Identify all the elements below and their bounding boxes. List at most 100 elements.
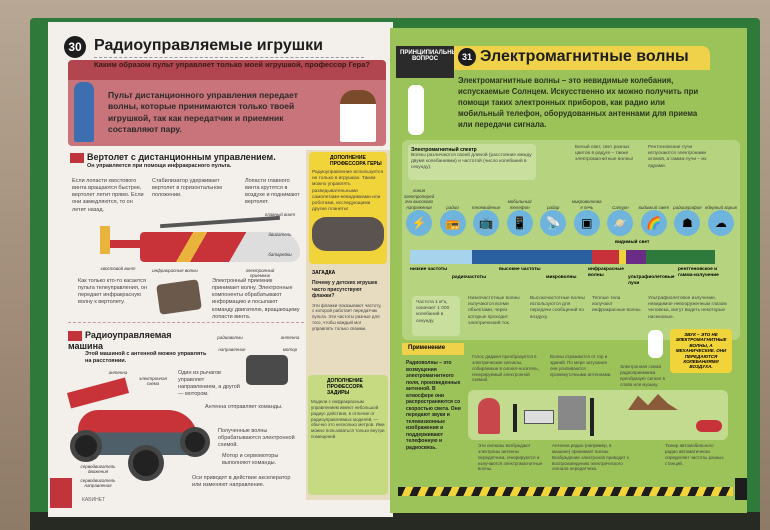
note: Тюнер автомобильного радио автоматически… (665, 443, 724, 466)
spectrum-bar (410, 250, 716, 264)
xray-note: Рентгеновские лучи испускаются электрона… (648, 145, 707, 169)
label: двигатель (268, 232, 292, 237)
band-label: микроволны (546, 275, 577, 280)
robots-illustration (312, 216, 384, 251)
spectrum-item-icon: ☗ (674, 210, 701, 236)
note: Волны отражаются от гор и зданий. По мер… (550, 354, 612, 377)
note: Частота 1 кГц означает 1 000 колебаний в… (416, 300, 450, 324)
helicopter-subtitle: Он управляется при помощи инфракрасного … (87, 162, 232, 169)
professor-zadira-box: ДОПОЛНЕНИЕ ПРОФЕССОРА ЗАДИРЫ Модели с ин… (308, 375, 388, 495)
white-light-note: Белый свет, свет разных цветов в радуге … (575, 145, 634, 163)
spectrum-item-label: микроволновая печь (571, 199, 602, 210)
note: Электронная схема радиоприемника преобра… (620, 364, 666, 387)
label: антенна (280, 335, 300, 340)
radio-remote-illustration (246, 355, 288, 385)
spectrum-item: микроволновая печь▣ (571, 182, 603, 238)
broadcast-illustration (468, 390, 728, 440)
footer-label: КАБИНЕТ (82, 497, 106, 503)
spectrum-item: мобильный телефон📱 (504, 182, 536, 238)
helicopter-title: Вертолет с дистанционным управлением. (87, 152, 276, 162)
spectrum-item-label: радио (446, 204, 459, 210)
label: электронная схема (139, 376, 167, 387)
note: Стабилизатор удерживает вертолет в гориз… (152, 178, 222, 199)
label: главный винт (264, 212, 296, 217)
professor-character (648, 330, 663, 358)
spectrum-item-icon: 📻 (439, 210, 466, 236)
note: Один из рычагов управляет направлением, … (178, 370, 240, 398)
home-tab (50, 478, 72, 508)
visible-light-label: видимый свет (615, 240, 650, 245)
label: антенна (108, 370, 128, 375)
spectrum-item-icon: ⚡ (406, 210, 432, 236)
frequency-note-box: Частота 1 кГц означает 1 000 колебаний в… (412, 296, 460, 336)
note: Мотор и сервомоторы выполняют команды. (222, 453, 279, 467)
spectrum-item: ядерный взрыв☁ (705, 182, 737, 238)
corner-logo (735, 478, 747, 500)
note: Антенна отправляет команды. (205, 404, 283, 410)
title-strip (454, 46, 710, 70)
banner-answer: Пульт дистанционного управления передает… (108, 90, 298, 135)
page-number: 30 (64, 36, 86, 58)
spectrum-item-label: Сатурн (611, 204, 629, 210)
spectrum-item-icon: ▣ (573, 210, 600, 236)
boy-character (74, 82, 94, 142)
label: батарейки (268, 252, 292, 257)
spectrum-item-label: телевидение (471, 204, 501, 210)
label: инфракрасные волны (152, 268, 198, 273)
band-label: высокие частоты (499, 267, 541, 272)
band-label: инфракрасные волны (588, 267, 624, 278)
band-label: рентгеновское и гамма-излучение (678, 267, 719, 278)
car-title: Радиоуправляемая машина (68, 330, 172, 351)
label: электронный приемник (245, 268, 275, 279)
box-text: Модели с инфракрасным управлением имеют … (311, 399, 385, 440)
note: Лопасти главного винта крутятся в воздух… (245, 178, 300, 206)
label: хвостовой винт (100, 266, 136, 271)
spectrum-item-label: мобильный телефон (507, 199, 532, 210)
application-side-text: Радиоволны – это возмущения электромагни… (406, 360, 461, 451)
note: Низкочастотные волны излучаются всеми об… (468, 296, 520, 326)
professor-character (340, 90, 376, 142)
principal-question-tag: ПРИНЦИПИАЛЬНЫЙ ВОПРОС (396, 46, 462, 78)
note: Эти сигналы возбуждают электроны антенны… (478, 443, 543, 472)
label: серводвигатель направления (80, 478, 116, 489)
helicopter-section: Вертолет с дистанционным управлением. Он… (70, 152, 302, 170)
spectrum-item: Сатурн🪐 (604, 182, 636, 238)
hazard-stripe (398, 487, 733, 496)
note: Полученные волны обрабатываются электрон… (218, 428, 295, 449)
riddle-answer: Эти флажки показывают частоту, с которой… (312, 302, 382, 331)
spectrum-item: линия электропередачи высокого напряжени… (403, 182, 435, 238)
spectrum-item: радиография☗ (671, 182, 703, 238)
label: ось (89, 455, 97, 460)
page-title: Электромагнитные волны (480, 48, 689, 65)
band-label: радиочастоты (452, 275, 487, 280)
application-title: Применение (402, 343, 464, 355)
label: радиоволны (217, 335, 243, 340)
car-subtitle: Этой машиной с антенной можно управлять … (85, 350, 207, 364)
question-banner: Каким образом пульт управляет только мое… (68, 60, 386, 146)
label: серводвигатель движения (80, 464, 116, 475)
riddle-question: Почему у детских игрушек часто присутств… (312, 280, 378, 299)
note: Если лопасти хвостового винта вращаются … (72, 178, 144, 213)
spectrum-item-label: радиография (673, 204, 702, 210)
spectrum-title: Электромагнитный спектр (411, 147, 477, 153)
spectrum-item: радар📡 (537, 182, 569, 238)
page-number: 31 (458, 48, 476, 66)
spectrum-item-icon: ☁ (707, 210, 734, 236)
note: Антенна радио (например, в машине) прини… (552, 443, 629, 472)
spectrum-item-label: ядерный взрыв (704, 204, 737, 210)
spectrum-text: Волны различаются своей длиной (расстоян… (411, 153, 532, 171)
riddle-title: ЗАГАДКА (312, 270, 336, 276)
box-title: ДОПОЛНЕНИЕ ПРОФЕССОРА ГЕРЫ (330, 155, 382, 167)
speech-bubble: ЗВУК – ЭТО НЕ ЭЛЕКТРОМАГНИТНЫЕ ВОЛНЫ, А … (670, 329, 732, 373)
professor-gera-box: ДОПОЛНЕНИЕ ПРОФЕССОРА ГЕРЫ Радиоуправлен… (309, 152, 387, 264)
divider (68, 322, 304, 323)
band-label: ультрафиолетовые лучи (628, 275, 675, 286)
spectrum-item-icon: 📺 (473, 210, 500, 236)
label: направление (218, 347, 246, 352)
spectrum-item-icon: 📡 (540, 210, 567, 236)
banner-question: Каким образом пульт управляет только мое… (94, 60, 370, 69)
label: мотор (282, 347, 298, 352)
intro-text: Электромагнитные волны – это невидимые к… (458, 76, 699, 129)
spectrum-item-icon: 🪐 (607, 210, 634, 236)
